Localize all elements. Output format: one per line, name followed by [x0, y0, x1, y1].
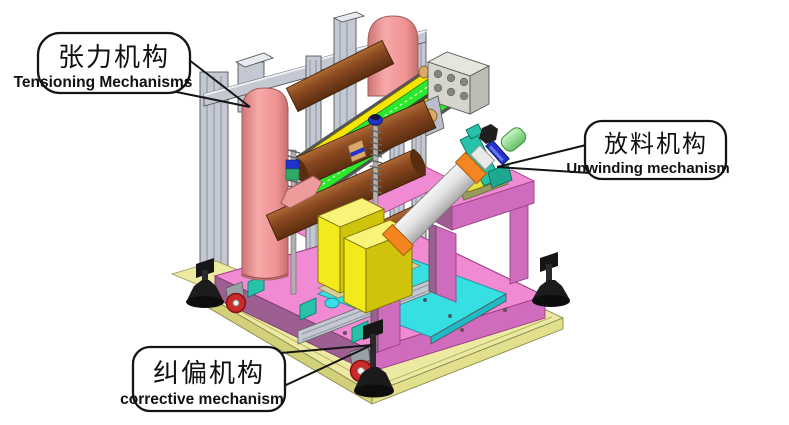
- foot-bracket: [363, 319, 383, 340]
- gantry-leg-side: [428, 222, 437, 295]
- gearbox-front: [317, 215, 341, 294]
- roller-end: [410, 149, 426, 177]
- caster-hub: [232, 299, 240, 307]
- unwinding-label-en: Unwinding mechanism: [566, 160, 729, 177]
- machine-illustration: [170, 11, 570, 405]
- beam-highlight: [203, 66, 307, 96]
- unwinding-label-zh: 放料机构: [604, 131, 708, 158]
- cyan-panel-edge: [430, 293, 507, 345]
- post-cap: [234, 52, 275, 68]
- column-body: [241, 87, 289, 281]
- unwinding-leader-line: [496, 144, 591, 174]
- foot-base: [532, 295, 570, 307]
- tensioning-bubble: [36, 31, 192, 95]
- foot-cone: [532, 280, 570, 300]
- gearbox-front: [343, 237, 367, 314]
- callout-tensioning: 张力机构 Tensioning Mechanisms: [14, 31, 193, 95]
- gantry-beam-front: [451, 180, 535, 231]
- top-capsule-column: [367, 15, 419, 97]
- shaft-orange-ring: [454, 151, 488, 185]
- tension-column: [241, 87, 289, 281]
- unwinding-shaft: [381, 124, 527, 257]
- tensioning-label-zh: 张力机构: [58, 42, 170, 72]
- clamp-knob: [479, 124, 498, 144]
- gantry-left-leg: [435, 225, 457, 303]
- collar-ring: [285, 159, 300, 170]
- roller-body: [285, 39, 395, 113]
- foot-stem: [546, 264, 552, 286]
- corner-bracket: [299, 297, 317, 321]
- corrective-bubble: [131, 345, 287, 413]
- collar-ring: [285, 168, 300, 181]
- gearbox-foot: [324, 297, 340, 309]
- shaft-stub: [469, 144, 496, 171]
- roller-journal: [418, 65, 430, 79]
- block-holes: [433, 69, 469, 101]
- column-base-shadow: [241, 273, 289, 280]
- foot-cone: [186, 280, 224, 302]
- tension-arm: [280, 175, 323, 209]
- corrective-label-zh: 纠偏机构: [153, 358, 265, 388]
- unwinding-bubble: [583, 119, 728, 181]
- shaft-orange-ring: [381, 223, 415, 257]
- post-cap: [332, 11, 366, 23]
- screw-cap-top: [370, 114, 381, 120]
- feet-and-casters: [186, 252, 570, 398]
- foot-base: [354, 384, 394, 398]
- callout-corrective: 纠偏机构 corrective mechanism: [120, 345, 287, 413]
- corrective-label-en: corrective mechanism: [120, 391, 284, 408]
- shaft-handle: [500, 127, 527, 152]
- callout-unwinding: 放料机构 Unwinding mechanism: [566, 119, 730, 181]
- spring-coil: [369, 123, 383, 194]
- foot-bracket: [196, 258, 214, 278]
- foot-cone: [354, 367, 394, 390]
- foot-bracket: [540, 252, 558, 272]
- foot-stem: [370, 334, 376, 382]
- corrective-gearbox: [316, 197, 422, 314]
- rail-edge: [291, 57, 444, 162]
- top-roller: [285, 39, 395, 113]
- collar-ring: [350, 147, 365, 157]
- tensioning-label-en: Tensioning Mechanisms: [14, 74, 193, 91]
- foot-base: [186, 296, 224, 308]
- block-side: [469, 65, 490, 115]
- bearing-ring-highlight: [488, 145, 504, 162]
- bottom-plate-right-side: [371, 317, 564, 405]
